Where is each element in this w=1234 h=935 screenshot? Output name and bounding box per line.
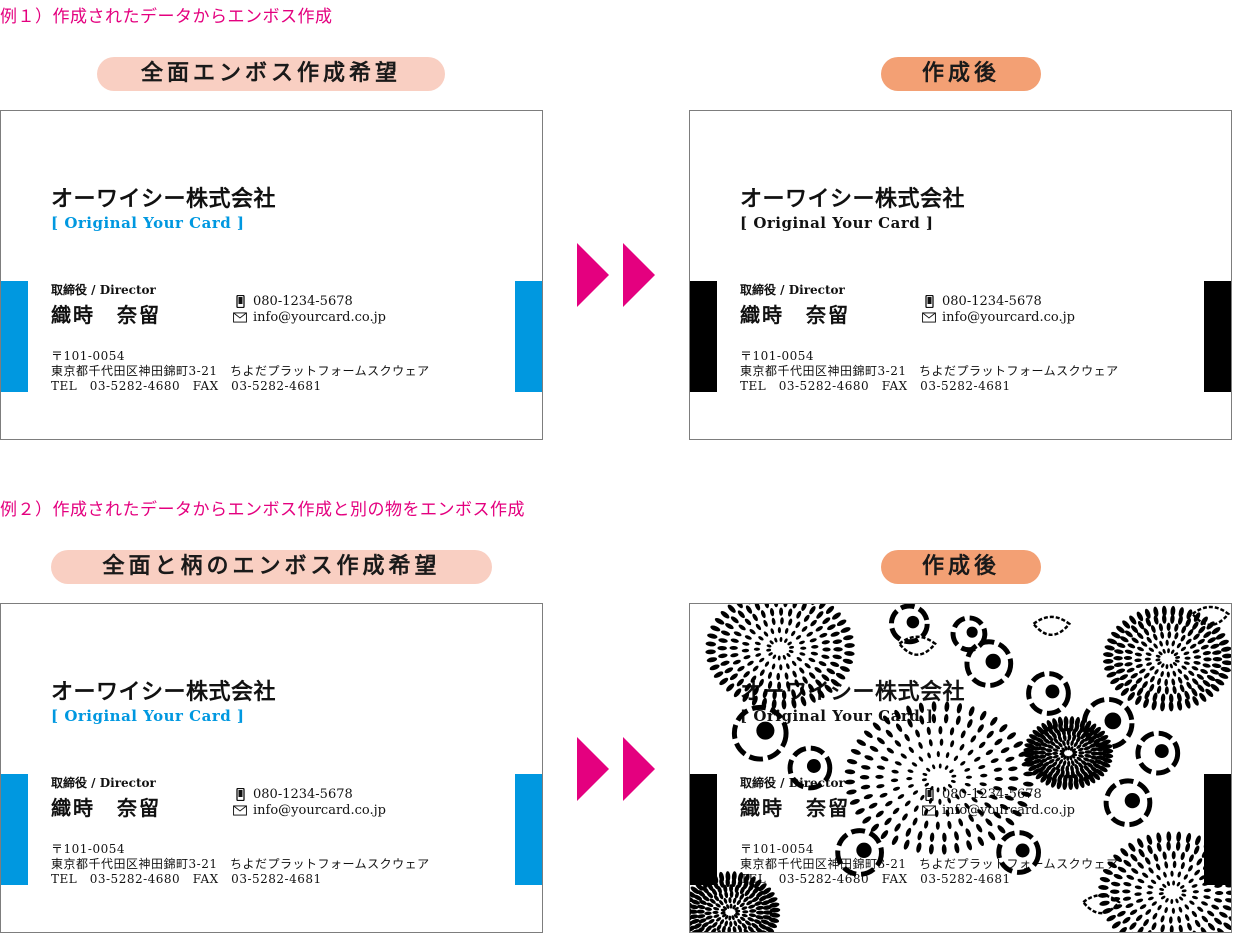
swirl-motif bbox=[1135, 730, 1181, 776]
postal-code: 〒101-0054 bbox=[51, 349, 125, 363]
example2-request-label: 全面と柄のエンボス作成希望 bbox=[51, 550, 492, 584]
accent-bar-left bbox=[690, 281, 717, 392]
phone-number: 080-1234-5678 bbox=[253, 787, 353, 802]
email-line: info@yourcard.co.jp bbox=[922, 803, 1075, 818]
postal-code: 〒101-0054 bbox=[51, 842, 125, 856]
double-chevron-right-icon bbox=[577, 737, 655, 801]
accent-bar-left bbox=[1, 281, 28, 392]
example1-request-label: 全面エンボス作成希望 bbox=[97, 57, 445, 91]
leaf-motif bbox=[1081, 893, 1121, 915]
person-name: 織時 奈留 bbox=[51, 303, 161, 327]
arrow-chevron-1 bbox=[577, 737, 609, 801]
phone-line: 080-1234-5678 bbox=[922, 787, 1042, 802]
accent-bar-left bbox=[1, 774, 28, 885]
swirl-center bbox=[966, 626, 978, 638]
swirl-center bbox=[1154, 744, 1169, 759]
person-name: 織時 奈留 bbox=[740, 796, 850, 820]
street-address: 東京都千代田区神田錦町3-21 ちよだプラットフォームスクウェア bbox=[740, 364, 1119, 378]
swirl-motif bbox=[1026, 671, 1071, 716]
swirl-motif bbox=[950, 615, 988, 653]
arrow-chevron-2 bbox=[623, 243, 655, 307]
example1-before-card: オーワイシー株式会社 [ Original Your Card ] 取締役 / … bbox=[0, 110, 543, 440]
phone-number: 080-1234-5678 bbox=[253, 294, 353, 309]
tel-fax: TEL 03-5282-4680 FAX 03-5282-4681 bbox=[740, 872, 1011, 886]
company-name: オーワイシー株式会社 bbox=[51, 186, 277, 212]
leaf-motif bbox=[1031, 615, 1072, 637]
swirl-center bbox=[1104, 712, 1122, 730]
leaf-motif bbox=[897, 635, 937, 656]
mobile-phone-icon bbox=[236, 295, 245, 308]
card-subtitle: [ Original Your Card ] bbox=[740, 707, 934, 725]
example2-before-card: オーワイシー株式会社 [ Original Your Card ] 取締役 / … bbox=[0, 603, 543, 933]
job-title: 取締役 / Director bbox=[740, 283, 845, 297]
job-title: 取締役 / Director bbox=[51, 283, 156, 297]
company-name: オーワイシー株式会社 bbox=[740, 186, 966, 212]
phone-line: 080-1234-5678 bbox=[233, 294, 353, 309]
swirl-motif bbox=[964, 639, 1014, 688]
email-line: info@yourcard.co.jp bbox=[233, 803, 386, 818]
phone-line: 080-1234-5678 bbox=[922, 294, 1042, 309]
email-address: info@yourcard.co.jp bbox=[942, 310, 1075, 325]
example1-after-card: オーワイシー株式会社 [ Original Your Card ] 取締役 / … bbox=[689, 110, 1232, 440]
tel-fax: TEL 03-5282-4680 FAX 03-5282-4681 bbox=[740, 379, 1011, 393]
phone-number: 080-1234-5678 bbox=[942, 787, 1042, 802]
example2-after-label: 作成後 bbox=[881, 550, 1041, 584]
accent-bar-left bbox=[690, 774, 717, 885]
card-subtitle: [ Original Your Card ] bbox=[740, 214, 934, 232]
email-address: info@yourcard.co.jp bbox=[253, 310, 386, 325]
example2-heading: 例２）作成されたデータからエンボス作成と別の物をエンボス作成 bbox=[0, 500, 525, 520]
job-title: 取締役 / Director bbox=[51, 776, 156, 790]
person-name: 織時 奈留 bbox=[51, 796, 161, 820]
street-address: 東京都千代田区神田錦町3-21 ちよだプラットフォームスクウェア bbox=[51, 364, 430, 378]
company-name: オーワイシー株式会社 bbox=[740, 679, 966, 705]
swirl-motif bbox=[888, 604, 930, 645]
email-address: info@yourcard.co.jp bbox=[942, 803, 1075, 818]
mobile-phone-icon bbox=[925, 295, 934, 308]
card-subtitle: [ Original Your Card ] bbox=[51, 214, 245, 232]
swirl-center bbox=[906, 615, 920, 629]
card-subtitle: [ Original Your Card ] bbox=[51, 707, 245, 725]
example1-heading: 例１）作成されたデータからエンボス作成 bbox=[0, 7, 333, 27]
swirl-center bbox=[985, 653, 1001, 670]
swirl-motif bbox=[1081, 696, 1135, 750]
accent-bar-right bbox=[515, 281, 542, 392]
job-title: 取締役 / Director bbox=[740, 776, 845, 790]
postal-code: 〒101-0054 bbox=[740, 842, 814, 856]
swirl-center bbox=[1124, 792, 1141, 809]
email-line: info@yourcard.co.jp bbox=[922, 310, 1075, 325]
postal-code: 〒101-0054 bbox=[740, 349, 814, 363]
leaf-motif bbox=[1190, 605, 1231, 627]
swirl-center bbox=[1045, 684, 1060, 699]
envelope-icon bbox=[922, 312, 936, 323]
mobile-phone-icon bbox=[236, 788, 245, 801]
email-line: info@yourcard.co.jp bbox=[233, 310, 386, 325]
person-name: 織時 奈留 bbox=[740, 303, 850, 327]
example2-after-card: オーワイシー株式会社 [ Original Your Card ] 取締役 / … bbox=[689, 603, 1232, 933]
street-address: 東京都千代田区神田錦町3-21 ちよだプラットフォームスクウェア bbox=[51, 857, 430, 871]
accent-bar-right bbox=[1204, 281, 1231, 392]
example1-after-label: 作成後 bbox=[881, 57, 1041, 91]
envelope-icon bbox=[922, 805, 936, 816]
mobile-phone-icon bbox=[925, 788, 934, 801]
email-address: info@yourcard.co.jp bbox=[253, 803, 386, 818]
accent-bar-right bbox=[515, 774, 542, 885]
tel-fax: TEL 03-5282-4680 FAX 03-5282-4681 bbox=[51, 379, 322, 393]
arrow-chevron-2 bbox=[623, 737, 655, 801]
tel-fax: TEL 03-5282-4680 FAX 03-5282-4681 bbox=[51, 872, 322, 886]
arrow-chevron-1 bbox=[577, 243, 609, 307]
envelope-icon bbox=[233, 312, 247, 323]
phone-number: 080-1234-5678 bbox=[942, 294, 1042, 309]
phone-line: 080-1234-5678 bbox=[233, 787, 353, 802]
chrysanthemum-flower bbox=[1102, 605, 1231, 712]
envelope-icon bbox=[233, 805, 247, 816]
swirl-center bbox=[806, 759, 821, 773]
double-chevron-right-icon bbox=[577, 243, 655, 307]
chrysanthemum-flower bbox=[1023, 716, 1114, 791]
company-name: オーワイシー株式会社 bbox=[51, 679, 277, 705]
accent-bar-right bbox=[1204, 774, 1231, 885]
swirl-motif bbox=[1103, 778, 1153, 828]
